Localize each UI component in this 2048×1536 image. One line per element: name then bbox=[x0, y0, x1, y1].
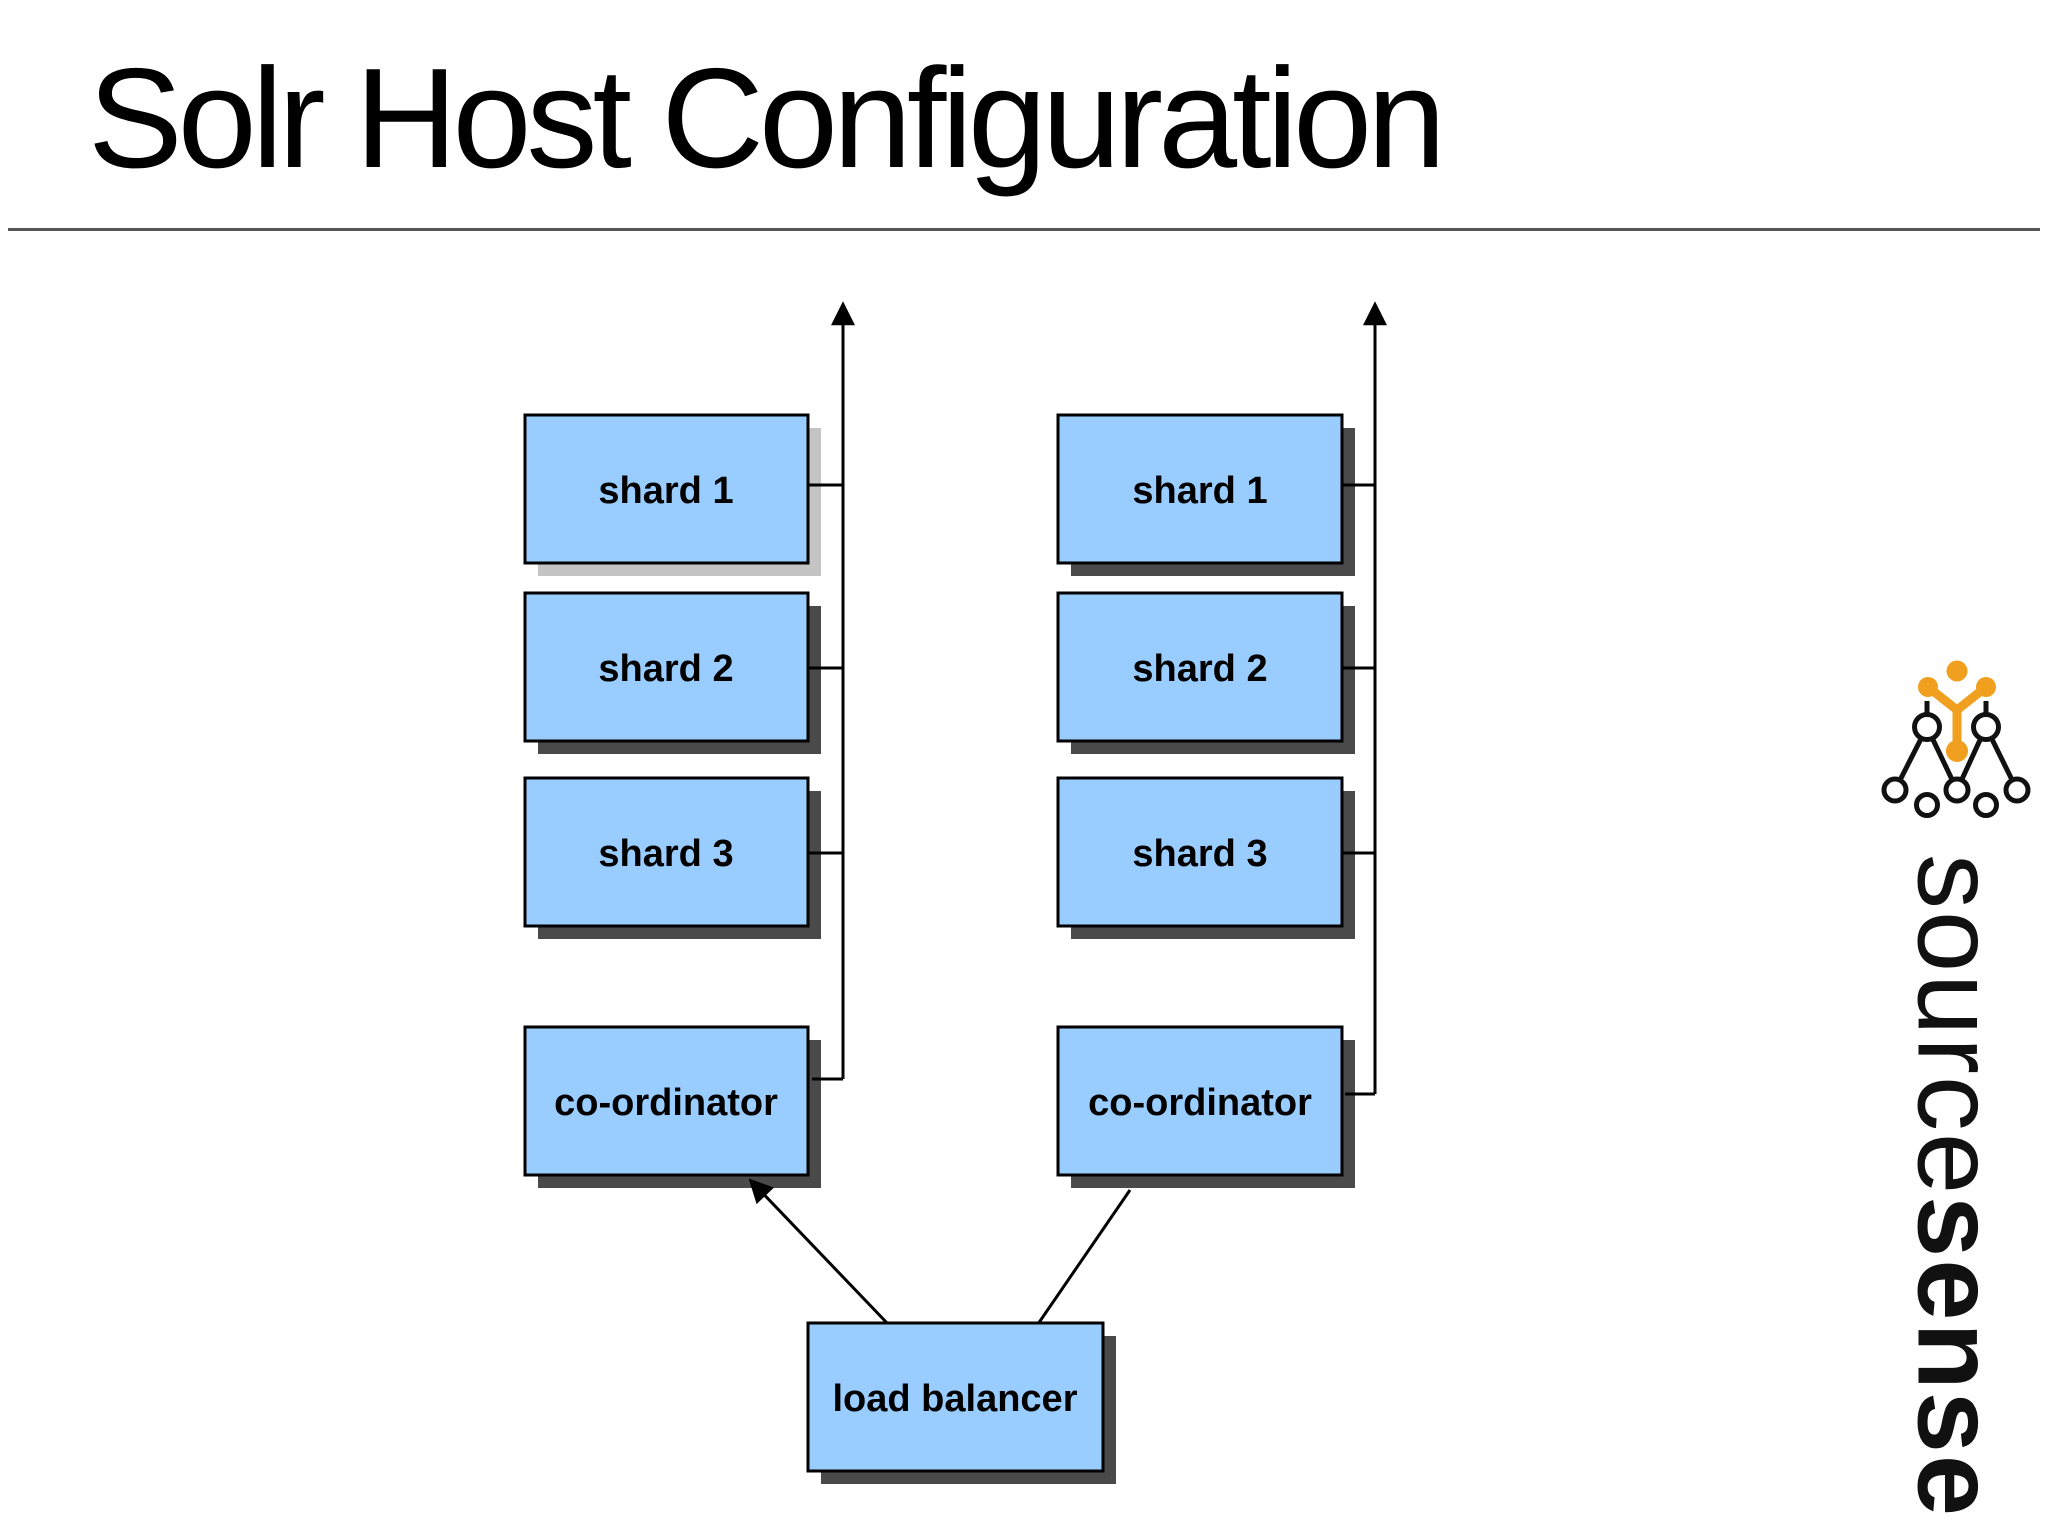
box-label: co-ordinator bbox=[554, 1082, 778, 1124]
box-rect bbox=[1056, 1025, 1344, 1177]
box-label: shard 3 bbox=[598, 833, 733, 875]
box-label: shard 2 bbox=[598, 648, 733, 690]
shard-box: shard 2 bbox=[523, 591, 810, 743]
shard-box: shard 1 bbox=[1056, 413, 1344, 565]
box-label: co-ordinator bbox=[1088, 1082, 1312, 1124]
sourcesense-molecule-icon bbox=[1881, 660, 2031, 818]
box-label: shard 2 bbox=[1132, 648, 1267, 690]
coordinator-box: co-ordinator bbox=[523, 1025, 810, 1177]
box-label: load balancer bbox=[833, 1378, 1078, 1420]
box-rect bbox=[523, 591, 810, 743]
page-title: Solr Host Configuration bbox=[88, 39, 1446, 198]
left-host-column: shard 1 shard 2 shard 3 co-ordinator bbox=[523, 413, 810, 1177]
shard-box: shard 2 bbox=[1056, 591, 1344, 743]
load-balancer-to-left-coordinator-arrow bbox=[748, 1178, 890, 1326]
box-label: shard 1 bbox=[598, 470, 733, 512]
box-rect bbox=[523, 413, 810, 565]
box-rect bbox=[523, 1025, 810, 1177]
shard-box: shard 3 bbox=[523, 776, 810, 928]
right-host-aggregation-line bbox=[1342, 301, 1387, 1096]
box-rect bbox=[1056, 776, 1344, 928]
logo-word-sense: sense bbox=[1894, 1196, 2018, 1519]
title-divider bbox=[8, 228, 2040, 231]
box-label: shard 1 bbox=[1132, 470, 1267, 512]
sourcesense-wordmark: sourcesense bbox=[1895, 854, 2018, 1518]
box-label: shard 3 bbox=[1132, 833, 1267, 875]
load-balancer-box: load balancer bbox=[806, 1321, 1105, 1473]
black-nodes bbox=[1881, 712, 2031, 818]
coordinator-box: co-ordinator bbox=[1056, 1025, 1344, 1177]
right-host-column: shard 1 shard 2 shard 3 co-ordinator bbox=[1056, 413, 1344, 1177]
orange-nodes bbox=[1918, 660, 1996, 762]
left-host-aggregation-line bbox=[808, 301, 855, 1081]
box-rect bbox=[523, 776, 810, 928]
load-balancer-to-right-coordinator-line bbox=[1036, 1189, 1132, 1325]
box-rect bbox=[806, 1321, 1105, 1473]
logo-word-source: source bbox=[1894, 854, 2018, 1197]
box-rect bbox=[1056, 413, 1344, 565]
shard-box: shard 1 bbox=[523, 413, 810, 565]
shard-box: shard 3 bbox=[1056, 776, 1344, 928]
box-rect bbox=[1056, 591, 1344, 743]
